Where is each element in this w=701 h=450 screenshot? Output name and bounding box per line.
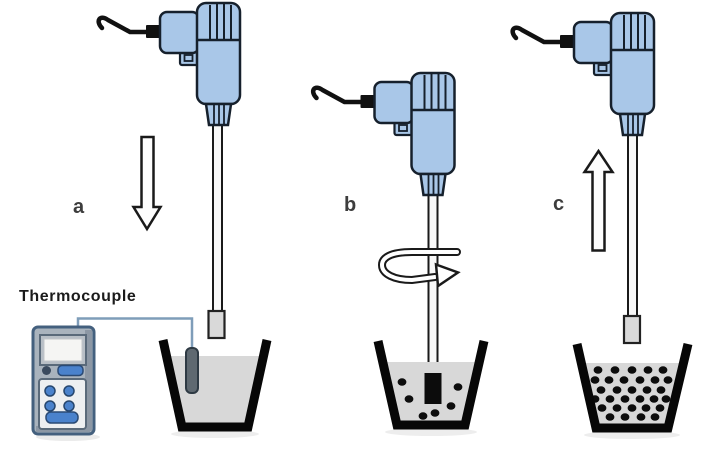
particle-dot xyxy=(418,412,428,420)
particle-dot xyxy=(649,395,659,403)
particle-dot xyxy=(635,395,645,403)
particle-dot xyxy=(656,386,666,394)
particle-dot xyxy=(627,386,637,394)
keypad-button xyxy=(63,400,75,412)
particle-dot xyxy=(650,413,660,421)
particle-dot xyxy=(590,376,600,384)
stirrer-shaft xyxy=(212,121,223,314)
stirrer-shaft xyxy=(427,192,439,376)
stirrer-shaft xyxy=(627,131,638,318)
particle-dot xyxy=(605,395,615,403)
stage-a-label: a xyxy=(73,196,85,218)
crucible xyxy=(572,342,693,433)
particle-dot xyxy=(650,376,660,384)
crucible-shadow xyxy=(584,431,680,439)
particle-dot xyxy=(620,413,630,421)
stirrer-head xyxy=(99,3,240,125)
particle-dot xyxy=(620,395,630,403)
particle-dot xyxy=(612,386,622,394)
power-button xyxy=(42,366,51,375)
particle-dot xyxy=(610,366,620,374)
particles xyxy=(590,366,673,421)
keypad-button xyxy=(44,400,56,412)
particle-dot xyxy=(430,409,440,417)
particle-dot xyxy=(597,404,607,412)
particle-dot xyxy=(604,376,614,384)
up-arrow-icon xyxy=(582,148,615,252)
particle-dot xyxy=(635,376,645,384)
particle-dot xyxy=(397,378,407,386)
meter-display xyxy=(43,338,83,362)
stage-b xyxy=(313,73,489,436)
crucible xyxy=(373,340,489,430)
particle-dot xyxy=(612,404,622,412)
thermocouple-label: Thermocouple xyxy=(19,288,137,305)
stirrer-head xyxy=(513,13,654,135)
crucible-shadow xyxy=(171,430,259,438)
particle-dot xyxy=(453,383,463,391)
thermocouple-wire xyxy=(76,317,194,350)
particle-dot xyxy=(605,413,615,421)
particle-dot xyxy=(627,404,637,412)
down-arrow-icon xyxy=(131,135,163,232)
particle-dot xyxy=(596,386,606,394)
rotation-arrow-icon xyxy=(377,248,461,289)
particle-dot xyxy=(636,413,646,421)
particle-dot xyxy=(642,386,652,394)
keypad-button xyxy=(63,385,75,397)
particle-dot xyxy=(655,404,665,412)
meter-button xyxy=(57,364,84,377)
particle-dot xyxy=(658,366,668,374)
particle-dot xyxy=(404,395,414,403)
stage-a xyxy=(76,3,272,438)
enter-button xyxy=(45,411,79,424)
stage-c-label: c xyxy=(553,193,565,215)
keypad-button xyxy=(44,385,56,397)
particle-dot xyxy=(446,402,456,410)
crucible xyxy=(158,339,272,432)
stirrer-tip xyxy=(207,309,226,340)
particle-dot xyxy=(593,366,603,374)
stirrer-head xyxy=(313,73,454,195)
stirrer-tip-submerged xyxy=(424,373,442,404)
particle-dot xyxy=(641,404,651,412)
particle-dot xyxy=(619,376,629,384)
stage-c xyxy=(513,13,693,439)
particle-dot xyxy=(661,395,671,403)
stage-b-label: b xyxy=(344,194,357,216)
particle-dot xyxy=(627,366,637,374)
stirrer-tip xyxy=(622,314,642,345)
thermocouple-probe xyxy=(185,347,199,394)
particles xyxy=(397,378,463,420)
particle-dot xyxy=(643,366,653,374)
particle-dot xyxy=(663,376,673,384)
crucible-shadow xyxy=(385,428,477,436)
meter-side-edge xyxy=(85,330,92,431)
thermocouple-meter xyxy=(31,325,100,441)
